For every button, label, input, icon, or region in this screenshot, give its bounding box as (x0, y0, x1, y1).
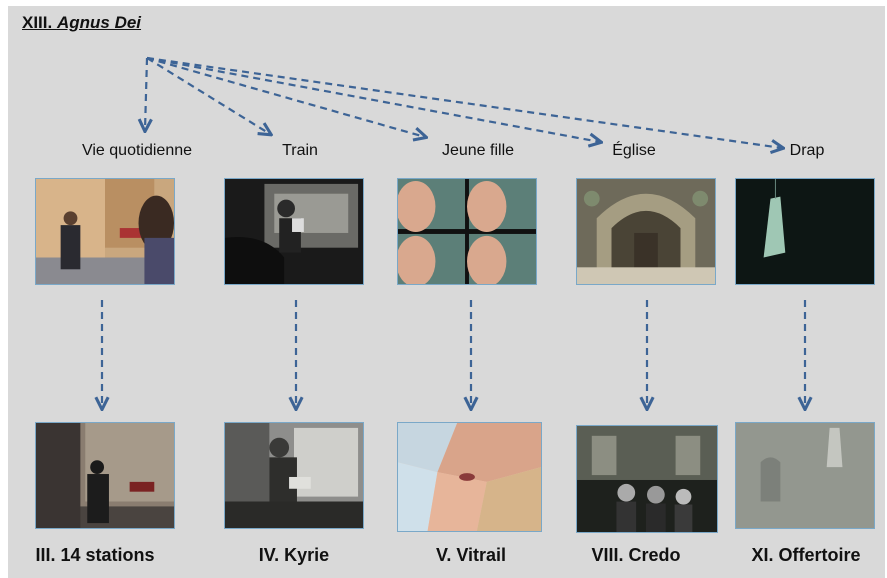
label-jeune-fille: Jeune fille (441, 142, 515, 159)
thumb-train (224, 178, 364, 285)
title-number: XIII. (22, 13, 57, 32)
thumb-credo (576, 425, 718, 533)
thumb-vitrail (397, 422, 542, 532)
label-vie-quotidienne: Vie quotidienne (81, 142, 193, 159)
thumb-kyrie (224, 422, 364, 529)
title-name: Agnus Dei (56, 13, 142, 32)
label-train: Train (282, 142, 318, 159)
label-eglise: Église (612, 142, 656, 159)
label-offertoire: XI. Offertoire (751, 545, 861, 565)
thumb-jeune-fille (397, 178, 537, 285)
thumb-offertoire (735, 422, 875, 529)
label-credo: VIII. Credo (591, 545, 681, 565)
label-14-stations: III. 14 stations (35, 545, 155, 565)
thumb-drap (735, 178, 875, 285)
label-drap: Drap (789, 142, 825, 159)
label-kyrie: IV. Kyrie (258, 545, 330, 565)
thumb-vie-quotidienne (35, 178, 175, 285)
thumb-14-stations (35, 422, 175, 529)
thumb-eglise (576, 178, 716, 285)
diagram-title: XIII. Agnus Dei (22, 13, 141, 33)
label-vitrail: V. Vitrail (435, 545, 507, 565)
